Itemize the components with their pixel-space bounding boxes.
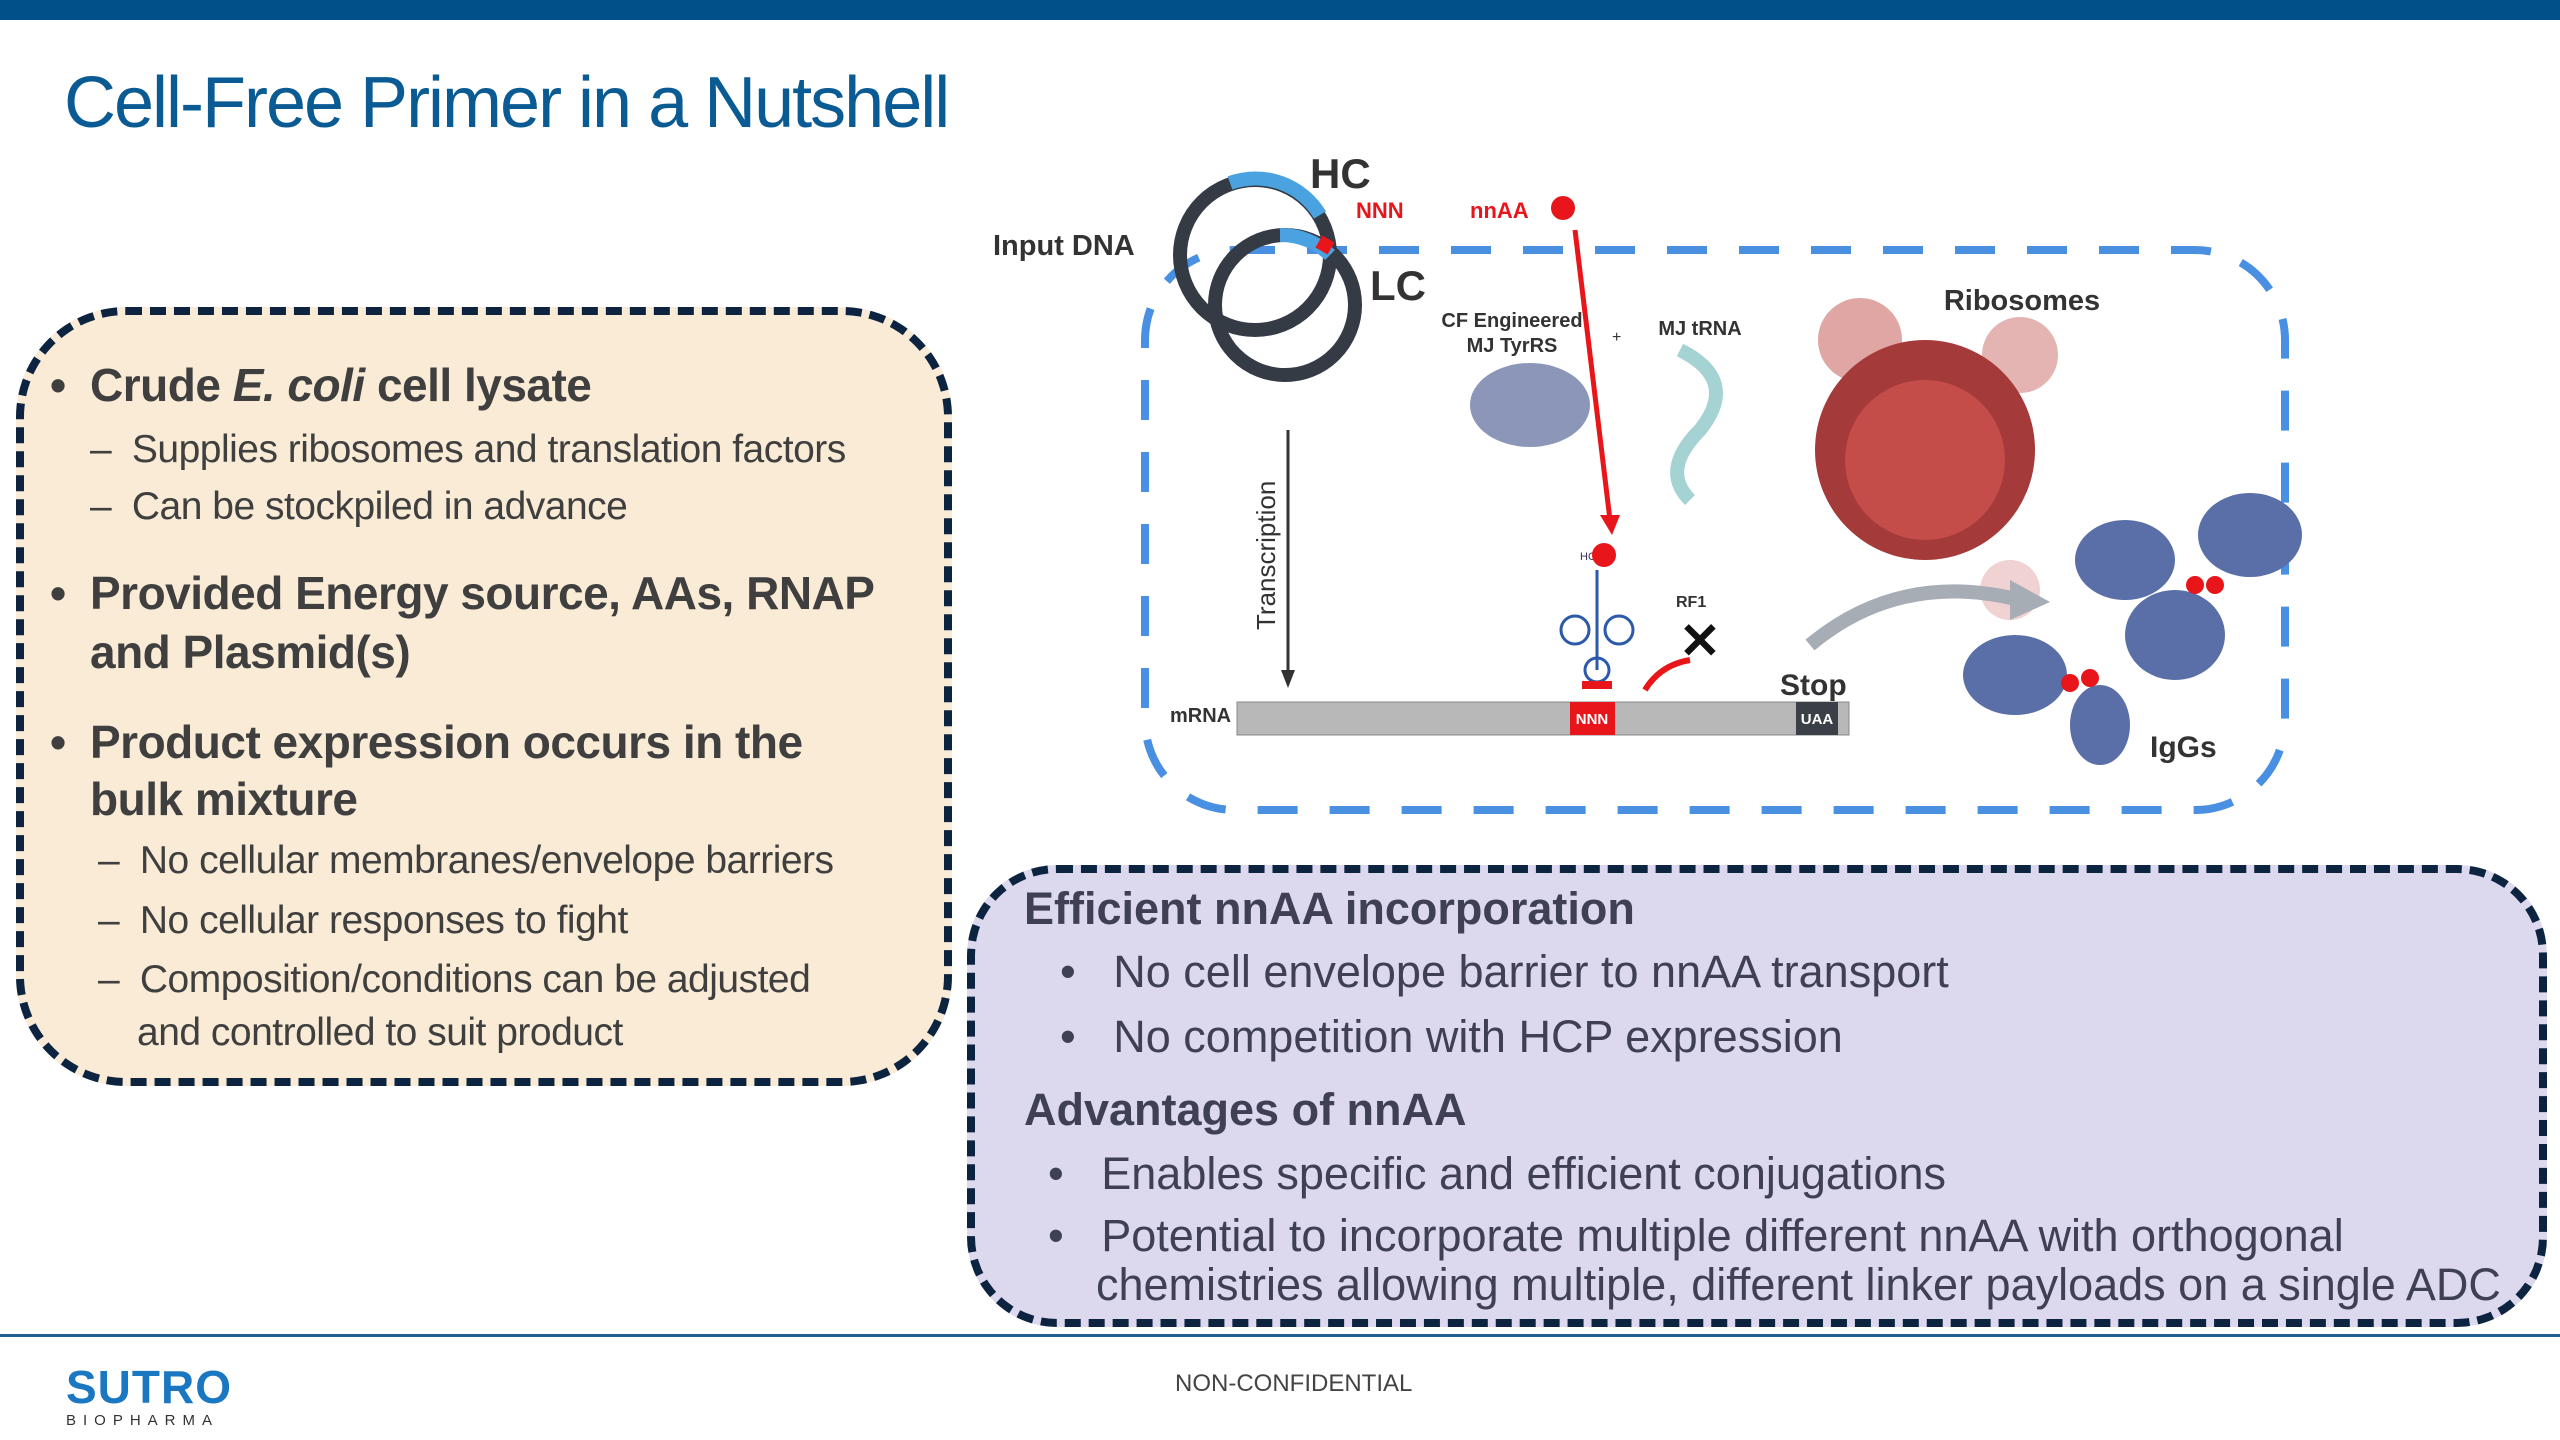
sub-bullet-line2: and controlled to suit product [137, 1011, 623, 1054]
iggs-label: IgGs [2150, 731, 2217, 764]
list-item-line2: chemistries allowing multiple, different… [1096, 1259, 2501, 1310]
top-bar [0, 0, 2560, 20]
list-item: • Enables specific and efficient conjuga… [1048, 1148, 1946, 1199]
nnaa-label: nnAA [1470, 198, 1529, 223]
logo-subtitle: BIOPHARMA [66, 1412, 220, 1429]
bullet-crude-lysate: •Crude E. coli cell lysate [50, 359, 592, 411]
igg-antibody-icon [1963, 493, 2302, 765]
footer-divider [0, 1334, 2560, 1337]
logo-wordmark: SUTRO [66, 1361, 232, 1413]
rf1-label: RF1 [1676, 594, 1706, 611]
text: Crude [90, 359, 233, 411]
rf1-arrow [1642, 657, 1691, 692]
nnn-codon [1570, 702, 1615, 735]
lc-label: LC [1370, 262, 1426, 309]
heading-efficient-incorporation: Efficient nnAA incorporation [1024, 883, 1635, 934]
uaa-codon [1796, 702, 1838, 735]
nnaa-advantages-box [967, 865, 2547, 1327]
mj-trna-label: MJ tRNA [1658, 318, 1741, 340]
plasmid-icon [1173, 171, 1362, 382]
trna-cloverleaf-icon [1559, 570, 1635, 684]
transcription-label: Transcription [1251, 481, 1281, 630]
cell-free-diagram: Input DNA HC LC NNN nnAA CF Engineered M… [993, 150, 2302, 814]
hc-label: HC [1310, 150, 1371, 197]
expression-arrow [1805, 584, 2022, 651]
trna-structure-icon [1670, 343, 1723, 505]
heading-advantages: Advantages of nnAA [1024, 1084, 1467, 1135]
ribosomes-label: Ribosomes [1944, 285, 2100, 317]
confidentiality-label: NON-CONFIDENTIAL [1175, 1370, 1413, 1397]
bullet-expression: •Product expression occurs in the [50, 716, 803, 768]
sub-bullet: – Can be stockpiled in advance [90, 485, 628, 528]
sub-bullet: – Supplies ribosomes and translation fac… [90, 428, 846, 471]
plus-sign: + [1612, 329, 1621, 346]
tyrrs-protein-icon [1470, 363, 1590, 447]
mrna-strand [1236, 701, 1850, 736]
list-item: • No competition with HCP expression [1060, 1011, 1843, 1062]
page-title: Cell-Free Primer in a Nutshell [64, 63, 950, 143]
reaction-boundary [1141, 246, 2289, 814]
uaa-codon-label: UAA [1801, 711, 1834, 728]
bullet-expression-line2: bulk mixture [90, 773, 358, 825]
sub-bullet: – No cellular membranes/envelope barrier… [98, 839, 834, 882]
cf-engineered-label: CF Engineered [1441, 310, 1582, 332]
bullet-energy: •Provided Energy source, AAs, RNAP [50, 567, 875, 619]
mrna-label: mRNA [1170, 705, 1231, 727]
sutro-logo: SUTRO BIOPHARMA [66, 1364, 232, 1429]
input-dna-label: Input DNA [993, 230, 1135, 262]
list-item: • Potential to incorporate multiple diff… [1048, 1210, 2344, 1261]
sub-bullet: – Composition/conditions can be adjusted [98, 958, 811, 1001]
nnn-label: NNN [1356, 198, 1404, 223]
mj-tyrrs-label: MJ TyrRS [1467, 335, 1558, 357]
list-item: • No cell envelope barrier to nnAA trans… [1060, 946, 1949, 997]
stop-label: Stop [1780, 669, 1847, 702]
text: cell lysate [364, 359, 592, 411]
sub-bullet: – No cellular responses to fight [98, 899, 628, 942]
nnn-codon-label: NNN [1576, 711, 1609, 728]
nnaa-arrow [1572, 229, 1613, 521]
nnaa-dot-icon [1551, 196, 1575, 220]
ribosome-icon [1815, 298, 2058, 620]
bullet-energy-line2: and Plasmid(s) [90, 626, 411, 678]
cell-lysate-box [16, 307, 952, 1086]
text-italic: E. coli [232, 359, 365, 411]
